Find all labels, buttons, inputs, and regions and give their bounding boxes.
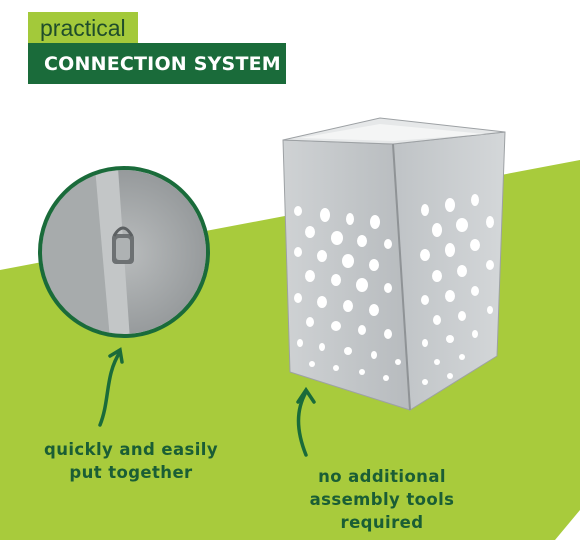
kicker-label: practical <box>40 15 126 41</box>
caption-right: no additional assembly tools required <box>309 467 455 532</box>
detail-zoom-circle <box>38 166 210 338</box>
caption-left: quickly and easily put together <box>44 440 218 482</box>
curved-up-arrow-icon <box>98 347 124 427</box>
kicker-tag: practical <box>28 12 138 46</box>
metal-box-image <box>282 117 506 411</box>
title-banner: CONNECTION SYSTEM <box>28 43 286 84</box>
curved-up-arrow-icon <box>296 386 316 457</box>
title-label: CONNECTION SYSTEM <box>44 52 281 75</box>
